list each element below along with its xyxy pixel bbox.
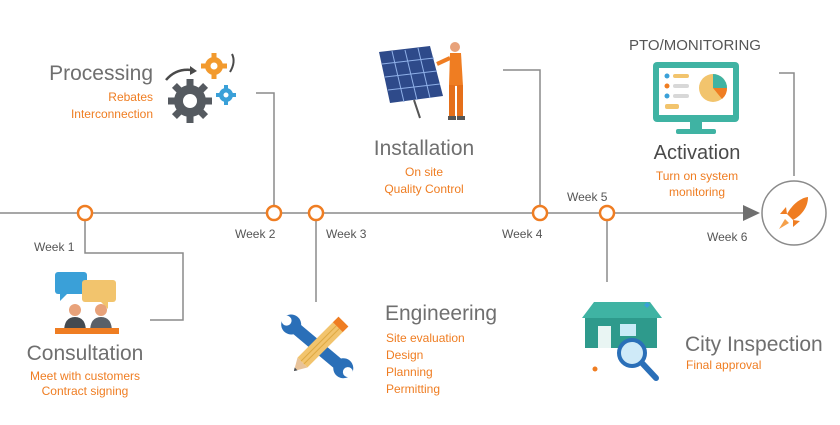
stage-detail-processing-1: Rebates <box>108 90 153 104</box>
stage-title-installation: Installation <box>373 137 475 160</box>
stage-title-consultation: Consultation <box>26 342 144 365</box>
stage-detail-consultation-2: Contract signing <box>41 384 129 398</box>
week-label-3: Week 3 <box>326 227 367 241</box>
connector-processing <box>256 92 275 213</box>
week-label-4: Week 4 <box>502 227 543 241</box>
milestone-week-1 <box>76 204 94 222</box>
week-label-5: Week 5 <box>567 190 608 204</box>
week-label-6: Week 6 <box>707 230 748 244</box>
people-chat-icon <box>55 272 119 334</box>
milestone-week-5 <box>598 204 616 222</box>
stage-detail-installation-1: On site <box>404 165 443 179</box>
stage-detail-engineering-4: Permitting <box>386 382 441 396</box>
gears-icon <box>165 53 236 123</box>
stage-detail-engineering-1: Site evaluation <box>386 331 465 345</box>
rocket-icon <box>761 180 827 246</box>
solar-installer-icon <box>379 42 465 120</box>
week-label-2: Week 2 <box>235 227 276 241</box>
stage-detail-activation-1: Turn on system <box>655 169 739 183</box>
stage-title-city-inspection: City Inspection <box>685 333 823 356</box>
stage-title-processing: Processing <box>49 62 153 85</box>
stage-detail-processing-2: Interconnection <box>70 107 153 121</box>
milestone-week-4 <box>531 204 549 222</box>
milestone-week-3 <box>307 204 325 222</box>
stage-detail-engineering-3: Planning <box>386 365 433 379</box>
stage-detail-city-inspection-1: Final approval <box>686 358 762 372</box>
monitor-pie-chart-icon <box>653 62 739 134</box>
stage-detail-installation-2: Quality Control <box>384 182 464 196</box>
connector-consultation <box>84 213 184 321</box>
stage-detail-activation-2: monitoring <box>668 185 726 199</box>
connector-installation <box>503 69 541 213</box>
stage-title-activation: Activation <box>653 142 741 164</box>
house-magnifier-icon <box>582 302 662 381</box>
pencil-wrench-icon <box>281 314 354 379</box>
stage-detail-consultation-1: Meet with customers <box>29 369 141 383</box>
stage-title-engineering: Engineering <box>385 302 498 325</box>
milestone-week-2 <box>265 204 283 222</box>
stage-header-activation: PTO/MONITORING <box>629 37 761 54</box>
stage-detail-engineering-2: Design <box>386 348 424 362</box>
connector-activation <box>779 72 795 176</box>
timeline-arrowhead <box>743 205 760 221</box>
week-label-1: Week 1 <box>34 240 75 254</box>
